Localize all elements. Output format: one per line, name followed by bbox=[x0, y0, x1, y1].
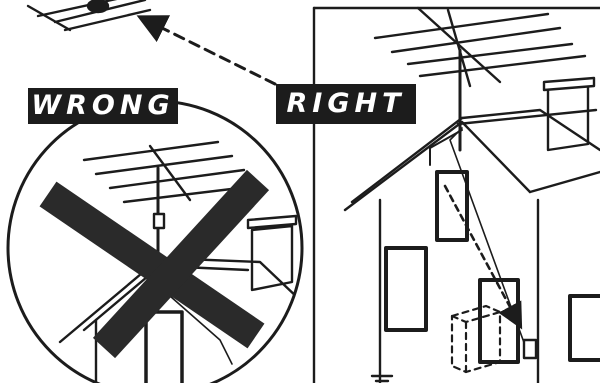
wrong-label: WRONG bbox=[28, 88, 178, 124]
wrong-x-mark bbox=[48, 180, 258, 348]
dashed-arrow-up bbox=[150, 22, 275, 84]
right-label: RIGHT bbox=[276, 84, 416, 124]
right-panel-frame bbox=[314, 8, 600, 383]
antenna-top-left bbox=[28, 0, 150, 30]
house-right bbox=[345, 8, 600, 383]
